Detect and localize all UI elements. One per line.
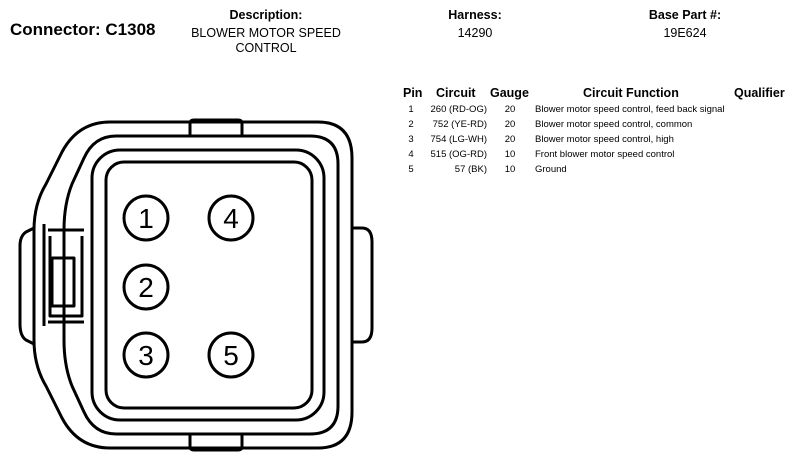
circuit-function: Blower motor speed control, feed back si… — [535, 104, 725, 115]
table-row: 3 754 (LG-WH) 20 Blower motor speed cont… — [0, 134, 797, 149]
cavity-inner-outline — [104, 160, 314, 410]
latch-tab — [50, 256, 76, 308]
circuit-value: 57 (BK) — [454, 164, 487, 175]
column-header-pin: Pin — [403, 86, 423, 100]
table-row: 1 260 (RD-OG) 20 Blower motor speed cont… — [0, 104, 797, 119]
column-header-qualifier: Qualifier — [734, 86, 785, 100]
pin-label-2: 2 — [138, 272, 154, 303]
gauge-value: 20 — [504, 134, 516, 145]
base-part-label: Base Part #: — [648, 8, 722, 22]
column-header-circuit: Circuit — [436, 86, 476, 100]
circuit-function: Blower motor speed control, high — [535, 134, 674, 145]
pin-number: 5 — [408, 164, 414, 175]
pin-number: 4 — [408, 149, 414, 160]
circuit-value: 515 (OG-RD) — [430, 149, 487, 160]
table-row: 4 515 (OG-RD) 10 Front blower motor spee… — [0, 149, 797, 164]
right-tab — [352, 226, 374, 344]
latch-outer — [18, 226, 35, 346]
circuit-function: Front blower motor speed control — [535, 149, 675, 160]
pin-label-3: 3 — [138, 340, 154, 371]
connector-title: Connector: C1308 — [10, 20, 156, 39]
connector-outer-shell — [32, 120, 354, 450]
latch-body — [48, 228, 84, 324]
circuit-value: 260 (RD-OG) — [430, 104, 487, 115]
circuit-function: Blower motor speed control, common — [535, 119, 693, 130]
pin-number: 1 — [408, 104, 414, 115]
circuit-value: 752 (YE-RD) — [432, 119, 487, 130]
gauge-value: 10 — [504, 149, 516, 160]
table-row: 5 57 (BK) 10 Ground — [0, 164, 797, 179]
base-part-value: 19E624 — [663, 26, 707, 40]
circuit-function: Ground — [535, 164, 567, 175]
pin-label-4: 4 — [223, 203, 239, 234]
pin-label-5: 5 — [223, 340, 239, 371]
connector-inner-shell — [62, 134, 340, 436]
column-header-circuit-function: Circuit Function — [583, 86, 679, 100]
column-header-gauge: Gauge — [490, 86, 529, 100]
gauge-value: 10 — [504, 164, 516, 175]
pin-cavity-5 — [207, 331, 255, 379]
pin-number: 3 — [408, 134, 414, 145]
pin-label-1: 1 — [138, 203, 154, 234]
pin-cavity-4 — [207, 194, 255, 242]
description-value: BLOWER MOTOR SPEED CONTROL — [191, 26, 341, 55]
pin-cavity-2 — [122, 263, 170, 311]
connector-face-diagram: 1 4 2 3 5 — [18, 118, 374, 452]
pin-cavity-1 — [122, 194, 170, 242]
table-row: 2 752 (YE-RD) 20 Blower motor speed cont… — [0, 119, 797, 134]
pin-cavity-3 — [122, 331, 170, 379]
top-key — [188, 118, 244, 136]
description-label: Description: — [229, 8, 303, 22]
harness-value: 14290 — [457, 26, 493, 40]
cavity-outer-outline — [90, 148, 326, 422]
bottom-key — [188, 434, 244, 452]
pin-number: 2 — [408, 119, 414, 130]
harness-label: Harness: — [448, 8, 502, 22]
circuit-value: 754 (LG-WH) — [430, 134, 487, 145]
gauge-value: 20 — [504, 104, 516, 115]
gauge-value: 20 — [504, 119, 516, 130]
